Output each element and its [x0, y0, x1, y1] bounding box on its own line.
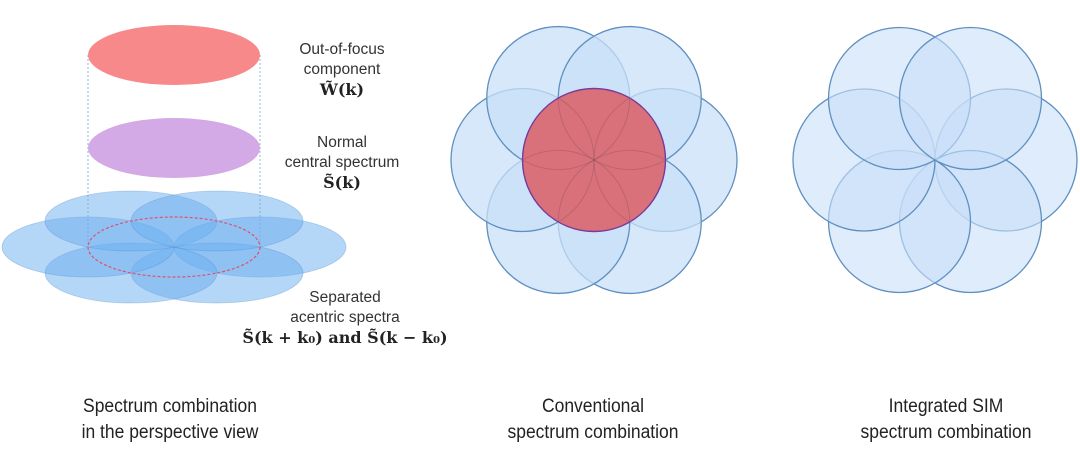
- out-of-focus-math: W̃(k): [319, 80, 365, 99]
- central-spectrum-circle: [521, 87, 667, 233]
- caption-line: Spectrum combination: [83, 396, 257, 417]
- separated-acentric-spectra: [1, 190, 347, 304]
- caption-perspective: Spectrum combination in the perspective …: [50, 394, 289, 446]
- shifted-spectrum-circle: [898, 26, 1043, 171]
- caption-line: spectrum combination: [507, 422, 679, 443]
- label-line: Separated: [309, 289, 381, 306]
- label-line: Out-of-focus: [299, 41, 385, 58]
- caption-line: Conventional: [541, 396, 645, 417]
- overlap-arc: [523, 89, 595, 231]
- central-spectrum-outline: [87, 216, 261, 278]
- caption-conventional: Conventional spectrum combination: [473, 394, 712, 446]
- label-line: Normal: [317, 134, 367, 151]
- out-of-focus-ellipse: [88, 25, 260, 85]
- out-of-focus-label: Out-of-focus component W̃(k): [262, 40, 422, 100]
- normal-central-spectrum-ellipse: [88, 118, 260, 178]
- caption-line: Integrated SIM: [888, 396, 1004, 417]
- caption-line: in the perspective view: [81, 422, 259, 443]
- perspective-view-panel: [1, 25, 347, 304]
- integrated-sim-combination-panel: [792, 26, 1078, 294]
- label-line: acentric spectra: [290, 309, 400, 326]
- label-line: component: [303, 61, 381, 78]
- caption-integrated: Integrated SIM spectrum combination: [826, 394, 1065, 446]
- normal-central-math: S̃(k): [323, 173, 361, 192]
- label-line: central spectrum: [284, 154, 400, 171]
- caption-line: spectrum combination: [860, 422, 1032, 443]
- separated-acentric-label: Separated acentric spectra S̃(k + k₀) an…: [225, 288, 465, 348]
- separated-acentric-math: S̃(k + k₀) and S̃(k − k₀): [242, 328, 448, 347]
- normal-central-label: Normal central spectrum S̃(k): [262, 133, 422, 193]
- conventional-combination-panel: [450, 25, 738, 295]
- overlap-arc: [593, 89, 665, 231]
